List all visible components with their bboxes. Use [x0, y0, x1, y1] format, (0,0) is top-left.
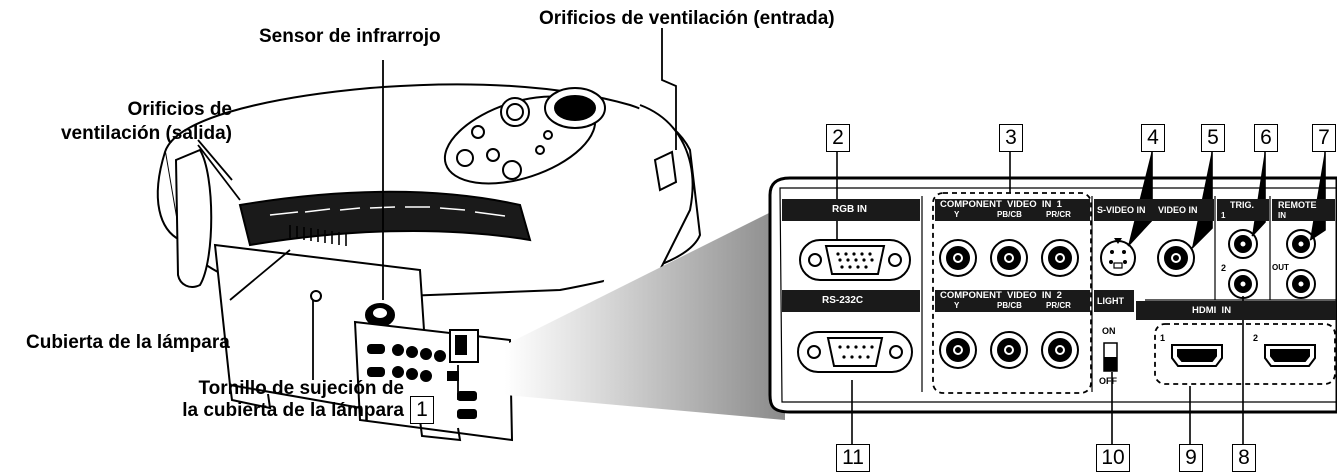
rgb-in-band [782, 199, 920, 221]
label-rgb-in: RGB IN [832, 204, 867, 215]
label-hdmi-2: 2 [1253, 333, 1259, 343]
number-6: 6 [1254, 124, 1278, 152]
number-9: 9 [1179, 444, 1203, 472]
comp2-band [935, 290, 1090, 312]
projector-illustration [156, 83, 702, 442]
number-11: 11 [836, 444, 870, 472]
light-band [1094, 290, 1134, 312]
number-4: 4 [1141, 124, 1165, 152]
callout-screw-1: Tornillo de sujeción de [198, 378, 404, 399]
zoom-beam [505, 205, 785, 420]
number-8: 8 [1232, 444, 1256, 472]
label-comp1: COMPONENT VIDEO IN 1 [940, 199, 1062, 210]
svideo-band [1094, 199, 1214, 221]
label-video: VIDEO IN [1158, 205, 1198, 215]
hdmi-band [1136, 301, 1336, 320]
number-10: 10 [1096, 444, 1130, 472]
label-rs232c: RS-232C [822, 295, 864, 306]
label-remote-in: IN [1278, 211, 1286, 220]
label-comp1-pb: PB/CB [997, 210, 1022, 219]
callout-vent-out-1: Orificios de [127, 99, 232, 120]
label-light: LIGHT [1097, 296, 1124, 306]
label-light-on: ON [1102, 326, 1116, 336]
label-comp2-pb: PB/CB [997, 301, 1022, 310]
callout-lamp-cover: Cubierta de la lámpara [26, 332, 230, 353]
number-5: 5 [1201, 124, 1225, 152]
comp1-band [935, 199, 1090, 221]
number-2: 2 [826, 124, 850, 152]
number-3: 3 [999, 124, 1023, 152]
label-trig: TRIG. [1230, 200, 1254, 210]
label-trig-2: 2 [1221, 263, 1227, 273]
label-remote-out: OUT [1272, 263, 1289, 272]
remote-band [1272, 199, 1335, 221]
label-light-off: OFF [1099, 376, 1117, 386]
trig-band [1217, 199, 1269, 221]
label-hdmi-1: 1 [1160, 333, 1166, 343]
label-comp2-pr: PR/CR [1046, 301, 1071, 310]
callout-screw-2: la cubierta de la lámpara [182, 400, 404, 421]
label-comp1-pr: PR/CR [1046, 210, 1071, 219]
label-comp2: COMPONENT VIDEO IN 2 [940, 290, 1062, 301]
label-trig-1: 1 [1221, 211, 1226, 220]
number-7: 7 [1312, 124, 1336, 152]
label-comp1-y: Y [954, 210, 960, 219]
callout-ir-sensor: Sensor de infrarrojo [259, 26, 441, 47]
rs232c-band [782, 290, 920, 312]
callout-vent-out-2: ventilación (salida) [60, 123, 232, 144]
label-comp2-y: Y [954, 301, 960, 310]
callout-vent-in: Orificios de ventilación (entrada) [539, 8, 835, 29]
label-hdmi-in: HDMI IN [1192, 305, 1232, 316]
leader-lines [197, 28, 677, 400]
label-remote: REMOTE [1278, 200, 1317, 210]
number-1: 1 [410, 396, 434, 424]
label-svideo: S-VIDEO IN [1097, 205, 1146, 215]
